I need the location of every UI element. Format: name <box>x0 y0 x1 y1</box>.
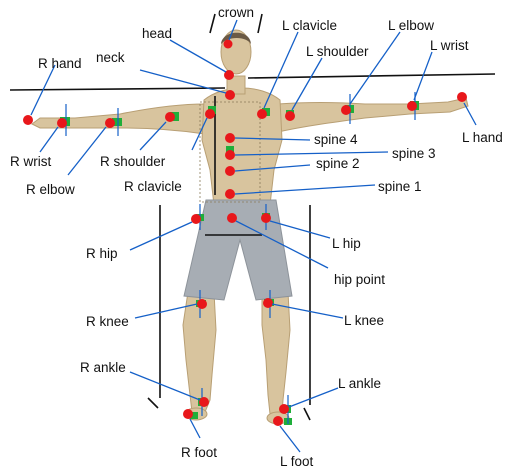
point-r-clavicle <box>205 109 215 119</box>
label-r-clavicle: R clavicle <box>124 179 182 194</box>
label-l-ankle: L ankle <box>338 376 381 391</box>
point-r-ankle <box>199 397 209 407</box>
point-r-shoulder <box>165 112 175 122</box>
arm-span-dim-right <box>248 74 495 78</box>
point-l-hand <box>457 92 467 102</box>
point-spine-3 <box>225 150 235 160</box>
leader-head <box>170 40 226 72</box>
label-spine-4: spine 4 <box>314 132 358 147</box>
point-r-hand <box>23 115 33 125</box>
label-neck: neck <box>96 50 125 65</box>
point-l-ankle <box>279 404 289 414</box>
label-head: head <box>142 26 172 41</box>
point-l-clavicle <box>257 109 267 119</box>
point-l-hip <box>261 213 271 223</box>
label-l-hip: L hip <box>332 236 361 251</box>
leader-l-clavicle <box>264 32 298 108</box>
label-hip-point: hip point <box>334 272 385 287</box>
arm-span-dim-left <box>10 88 225 90</box>
label-r-wrist: R wrist <box>10 154 51 169</box>
left-leg <box>262 292 290 414</box>
label-l-shoulder: L shoulder <box>306 44 369 59</box>
leader-l-foot <box>280 426 300 452</box>
torso <box>202 88 282 205</box>
point-r-wrist <box>57 118 67 128</box>
point-neck <box>225 90 235 100</box>
label-spine-3: spine 3 <box>392 146 436 161</box>
leader-l-elbow <box>350 32 400 104</box>
point-r-foot <box>183 409 193 419</box>
label-l-knee: L knee <box>344 313 384 328</box>
leader-r-wrist <box>40 127 58 152</box>
label-l-clavicle: L clavicle <box>282 18 337 33</box>
label-r-foot: R foot <box>181 445 217 460</box>
head-dim-left <box>210 14 215 33</box>
label-l-hand: L hand <box>462 130 503 145</box>
label-r-hip: R hip <box>86 246 118 261</box>
leader-l-ankle <box>289 388 338 407</box>
point-spine-1 <box>225 189 235 199</box>
point-l-wrist <box>407 101 417 111</box>
label-crown: crown <box>218 5 254 20</box>
point-spine-2 <box>225 166 235 176</box>
leader-r-hip <box>130 222 192 250</box>
right-foot-dim <box>148 398 158 408</box>
label-r-hand: R hand <box>38 56 82 71</box>
head-dim-right <box>258 14 262 33</box>
left-foot-dim <box>304 408 310 420</box>
point-spine-4 <box>225 133 235 143</box>
label-l-wrist: L wrist <box>430 38 469 53</box>
point-hip <box>227 213 237 223</box>
leader-r-foot <box>190 419 200 438</box>
left-arm <box>278 98 468 132</box>
point-l-elbow <box>341 105 351 115</box>
label-r-shoulder: R shoulder <box>100 154 166 169</box>
point-l-foot <box>273 416 283 426</box>
label-spine-1: spine 1 <box>378 179 422 194</box>
leader-neck <box>140 70 226 93</box>
point-r-hip <box>191 214 201 224</box>
label-r-elbow: R elbow <box>26 182 75 197</box>
point-r-knee <box>197 299 207 309</box>
label-spine-2: spine 2 <box>316 156 360 171</box>
point-r-elbow <box>105 118 115 128</box>
label-l-elbow: L elbow <box>388 18 434 33</box>
point-crown <box>224 40 233 49</box>
label-r-ankle: R ankle <box>80 360 126 375</box>
point-l-shoulder <box>285 111 295 121</box>
label-l-foot: L foot <box>280 454 314 469</box>
leader-l-hand <box>464 103 476 125</box>
label-r-knee: R knee <box>86 314 129 329</box>
point-l-knee <box>263 298 273 308</box>
